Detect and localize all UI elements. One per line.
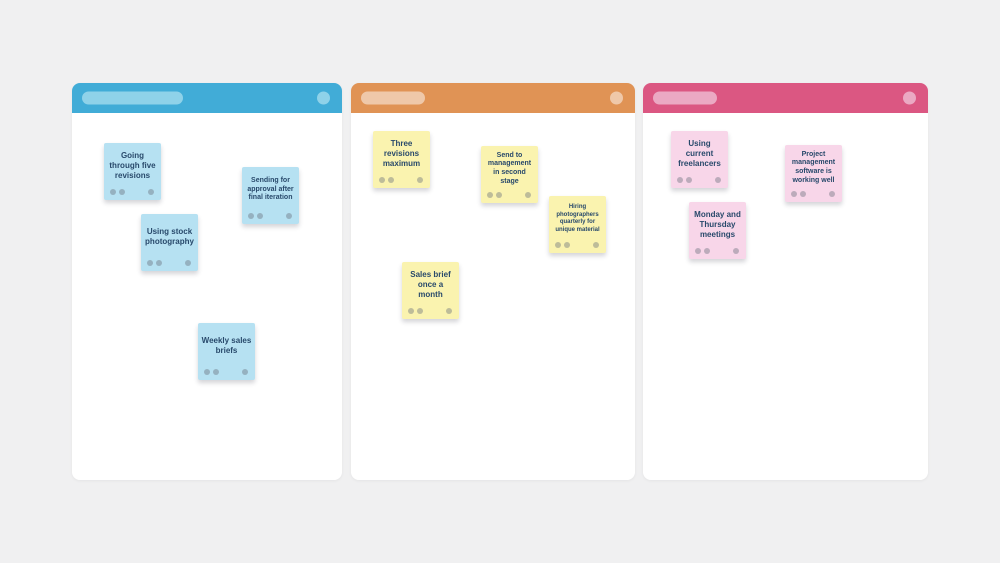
reaction-dot [417,177,423,183]
reaction-dot [213,369,219,375]
sticky-note[interactable]: Project management software is working w… [785,145,842,202]
reaction-dot [204,369,210,375]
reaction-dot [248,213,254,219]
reaction-dot [148,189,154,195]
column-1-header [72,83,342,113]
note-text: Project management software is working w… [791,150,836,184]
reaction-dot [704,248,710,254]
sticky-note[interactable]: Sales brief once a month [402,262,459,319]
note-text: Using stock photography [145,227,194,246]
reaction-dot [446,308,452,314]
reaction-dot [686,177,692,183]
reaction-dot [242,369,248,375]
reaction-dot [379,177,385,183]
reaction-dot [564,242,570,248]
reaction-dot [525,192,531,198]
reaction-dot [829,191,835,197]
reaction-dot [555,242,561,248]
reaction-dot [147,260,153,266]
column-header-circle-button[interactable] [317,91,330,105]
note-text: Three revisions maximum [382,139,421,168]
note-text: Monday and Thursday meetings [694,210,741,239]
reaction-dot [733,248,739,254]
reaction-dot [487,192,493,198]
reaction-dot [185,260,191,266]
column-title-placeholder [653,91,717,105]
reaction-dot [593,242,599,248]
column-title-placeholder [82,91,183,105]
column-header-circle-button[interactable] [903,91,916,105]
reaction-dot [715,177,721,183]
reaction-dot [286,213,292,219]
column-title-placeholder [361,91,425,105]
board-column-1: Going through five revisions Sending for… [72,83,342,480]
reaction-dot [388,177,394,183]
sticky-note[interactable]: Going through five revisions [104,143,161,200]
note-text: Using current freelancers [678,139,721,168]
note-text: Sending for approval after final iterati… [247,176,294,202]
sticky-note[interactable]: Send to management in second stage [481,146,538,203]
reaction-dot [119,189,125,195]
reaction-dot [156,260,162,266]
sticky-note[interactable]: Hiring photographers quarterly for uniqu… [549,196,606,253]
note-text: Weekly sales briefs [201,336,252,355]
sticky-note[interactable]: Using stock photography [141,214,198,271]
sticky-note[interactable]: Sending for approval after final iterati… [242,167,299,224]
note-text: Send to management in second stage [487,151,532,185]
board-column-2: Three revisions maximum Send to manageme… [351,83,635,480]
reaction-dot [110,189,116,195]
note-text: Sales brief once a month [410,270,451,299]
column-3-header [643,83,928,113]
reaction-dot [695,248,701,254]
sticky-note[interactable]: Monday and Thursday meetings [689,202,746,259]
column-header-circle-button[interactable] [610,91,623,105]
note-text: Going through five revisions [109,151,156,180]
reaction-dot [257,213,263,219]
reaction-dot [800,191,806,197]
sticky-note[interactable]: Using current freelancers [671,131,728,188]
sticky-note[interactable]: Weekly sales briefs [198,323,255,380]
reaction-dot [496,192,502,198]
reaction-dot [408,308,414,314]
reaction-dot [677,177,683,183]
sticky-note[interactable]: Three revisions maximum [373,131,430,188]
reaction-dot [791,191,797,197]
note-text: Hiring photographers quarterly for uniqu… [555,204,600,233]
column-2-header [351,83,635,113]
board-column-3: Using current freelancers Project manage… [643,83,928,480]
reaction-dot [417,308,423,314]
